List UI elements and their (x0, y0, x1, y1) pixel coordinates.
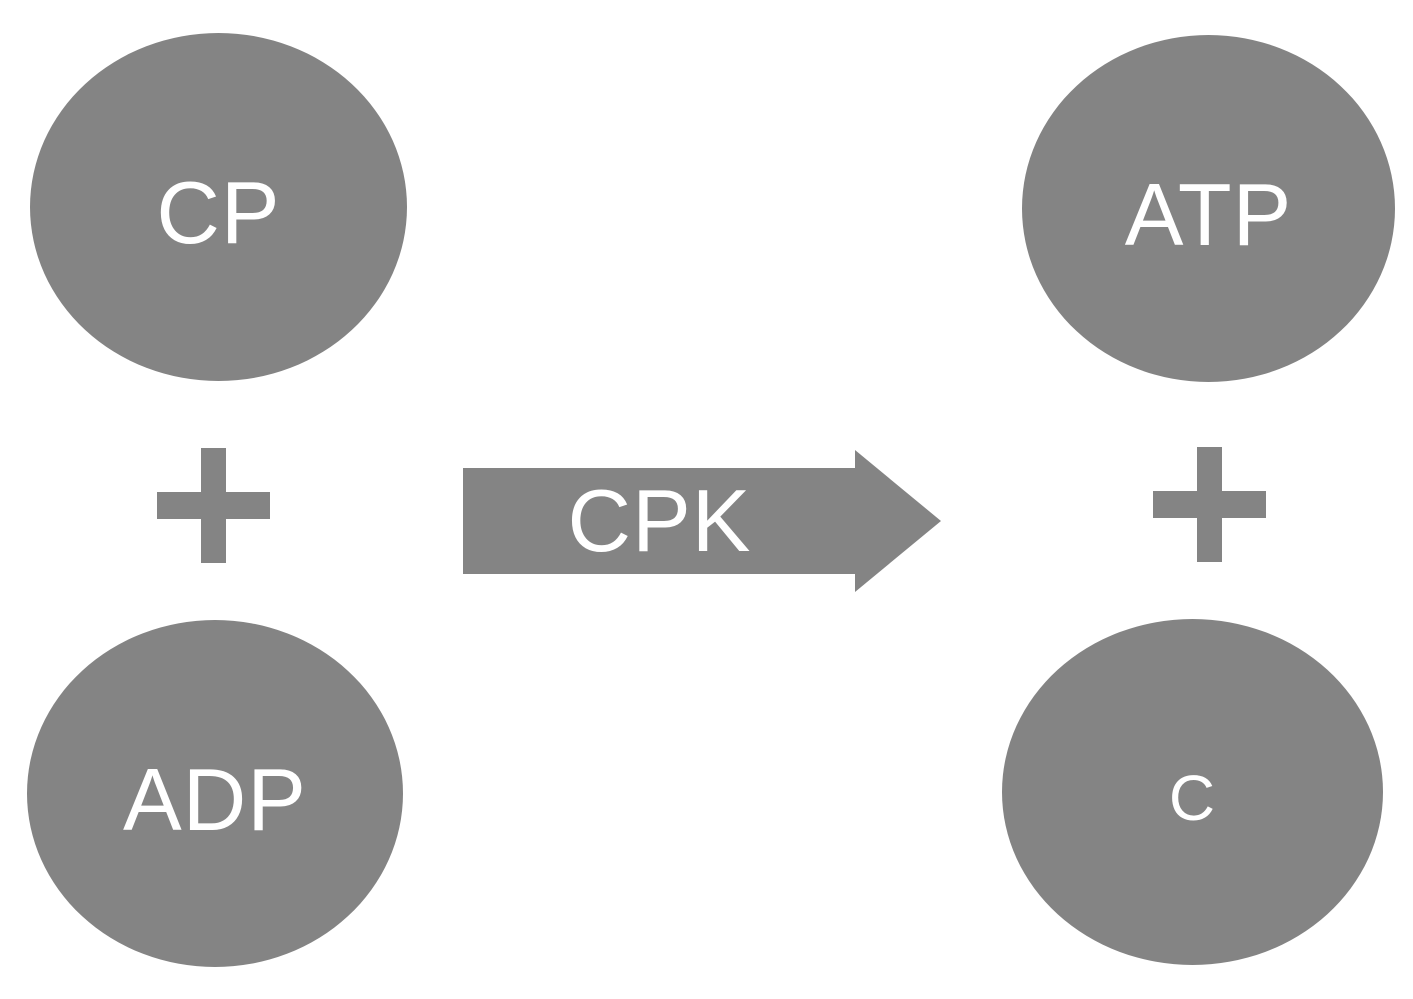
node-cp-label: CP (156, 163, 281, 262)
plus-right-vertical-bar (1197, 447, 1222, 562)
node-c-label: C (1168, 762, 1217, 834)
plus-icon-left (157, 448, 270, 563)
plus-icon-right (1153, 447, 1266, 562)
node-cp: CP (30, 33, 407, 381)
arrow-label: CPK (567, 471, 752, 570)
plus-left-vertical-bar (201, 448, 226, 563)
arrow-body (463, 468, 856, 574)
arrow-head-icon (855, 450, 941, 592)
node-atp: ATP (1022, 35, 1395, 382)
node-adp: ADP (27, 620, 403, 967)
reaction-arrow: CPK (463, 450, 941, 592)
node-adp-label: ADP (123, 749, 307, 849)
node-c: C (1002, 619, 1383, 965)
node-atp-label: ATP (1124, 164, 1293, 264)
